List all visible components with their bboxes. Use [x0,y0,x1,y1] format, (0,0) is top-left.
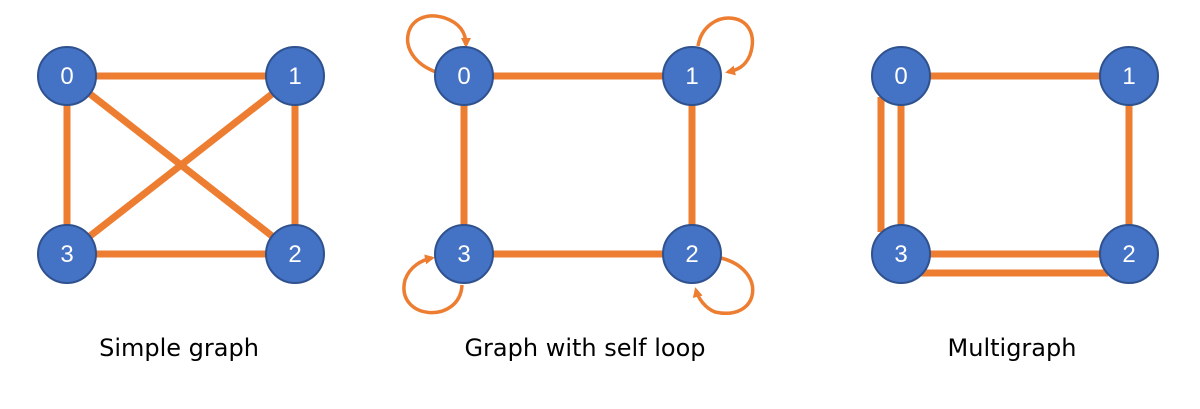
multigraph: 0 1 2 3 Multigraph [871,46,1159,362]
self-loop-1 [696,16,754,76]
node-label: 3 [894,241,907,268]
node-label: 2 [1122,241,1135,268]
self-loop-2 [692,256,755,315]
caption-multigraph: Multigraph [948,334,1077,362]
node-label: 1 [288,63,301,90]
node-0: 0 [434,46,494,106]
node-0: 0 [37,46,97,106]
self-loop-graph: 0 1 2 3 Graph with self loop [402,14,755,362]
node-label: 1 [1122,63,1135,90]
node-3: 3 [434,224,494,284]
node-0: 0 [871,46,931,106]
node-label: 0 [894,63,907,90]
node-label: 3 [60,241,73,268]
node-2: 2 [662,224,722,284]
node-2: 2 [1099,224,1159,284]
self-loop-0 [405,14,471,74]
node-1: 1 [1099,46,1159,106]
node-label: 2 [288,241,301,268]
node-label: 3 [457,241,470,268]
node-label: 0 [60,63,73,90]
node-1: 1 [265,46,325,106]
node-3: 3 [37,224,97,284]
node-label: 2 [685,241,698,268]
node-1: 1 [662,46,722,106]
simple-graph: 0 1 2 3 Simple graph [37,46,325,362]
caption-simple-graph: Simple graph [99,334,259,362]
caption-self-loop-graph: Graph with self loop [464,334,705,362]
edge-1-3 [64,73,298,257]
node-label: 0 [457,63,470,90]
node-2: 2 [265,224,325,284]
node-label: 1 [685,63,698,90]
node-3: 3 [871,224,931,284]
self-loop-3 [402,254,464,315]
